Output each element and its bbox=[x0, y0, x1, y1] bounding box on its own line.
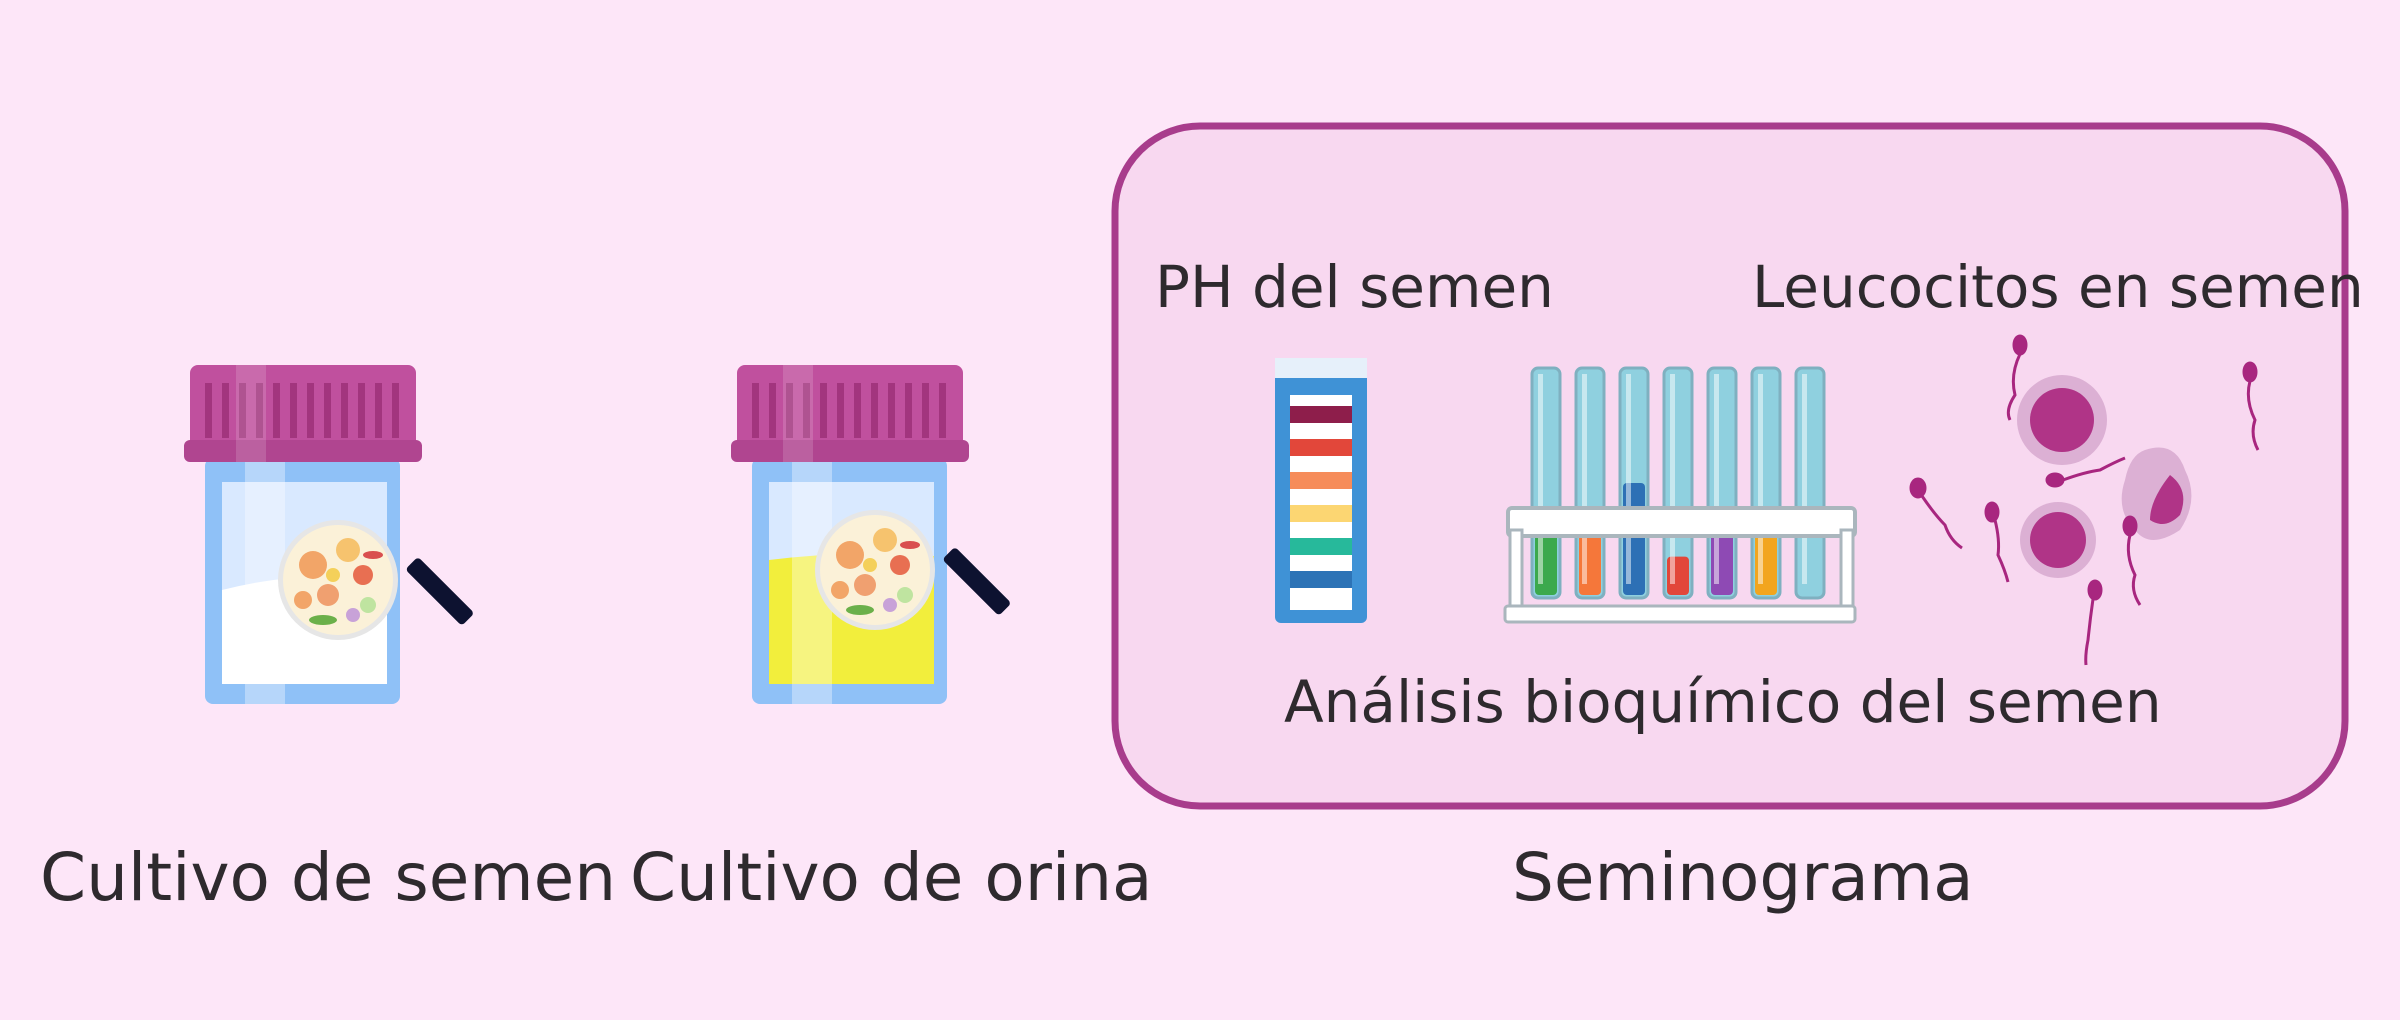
ph-strip-band bbox=[1290, 538, 1352, 555]
semen-culture-cup-icon bbox=[184, 365, 473, 704]
test-tube bbox=[1530, 366, 1562, 600]
test-tube bbox=[1574, 366, 1606, 600]
ph-strip-band bbox=[1290, 439, 1352, 456]
leukocytes-label: Leucocitos en semen bbox=[1752, 253, 2364, 321]
seminogram-label: Seminograma bbox=[1512, 839, 1974, 916]
test-tube bbox=[1618, 366, 1650, 600]
test-tube-rack-icon bbox=[1503, 366, 1857, 624]
ph-strip-band bbox=[1290, 406, 1352, 423]
urine-culture-cup-icon bbox=[731, 365, 1010, 704]
ph-label: PH del semen bbox=[1155, 253, 1554, 321]
ph-test-strip-icon bbox=[1275, 358, 1367, 623]
test-tube bbox=[1662, 366, 1694, 600]
ph-strip-band bbox=[1290, 505, 1352, 522]
ph-strip-band bbox=[1290, 472, 1352, 489]
test-tube bbox=[1706, 366, 1738, 600]
semen-culture-label: Cultivo de semen bbox=[40, 839, 617, 916]
ph-strip-band bbox=[1290, 571, 1352, 588]
biochem-label: Análisis bioquímico del semen bbox=[1284, 668, 2162, 736]
test-tube bbox=[1750, 366, 1782, 600]
urine-culture-label: Cultivo de orina bbox=[630, 839, 1153, 916]
sperm-and-leukocytes-icon bbox=[1909, 334, 2260, 666]
test-tube bbox=[1794, 366, 1826, 600]
